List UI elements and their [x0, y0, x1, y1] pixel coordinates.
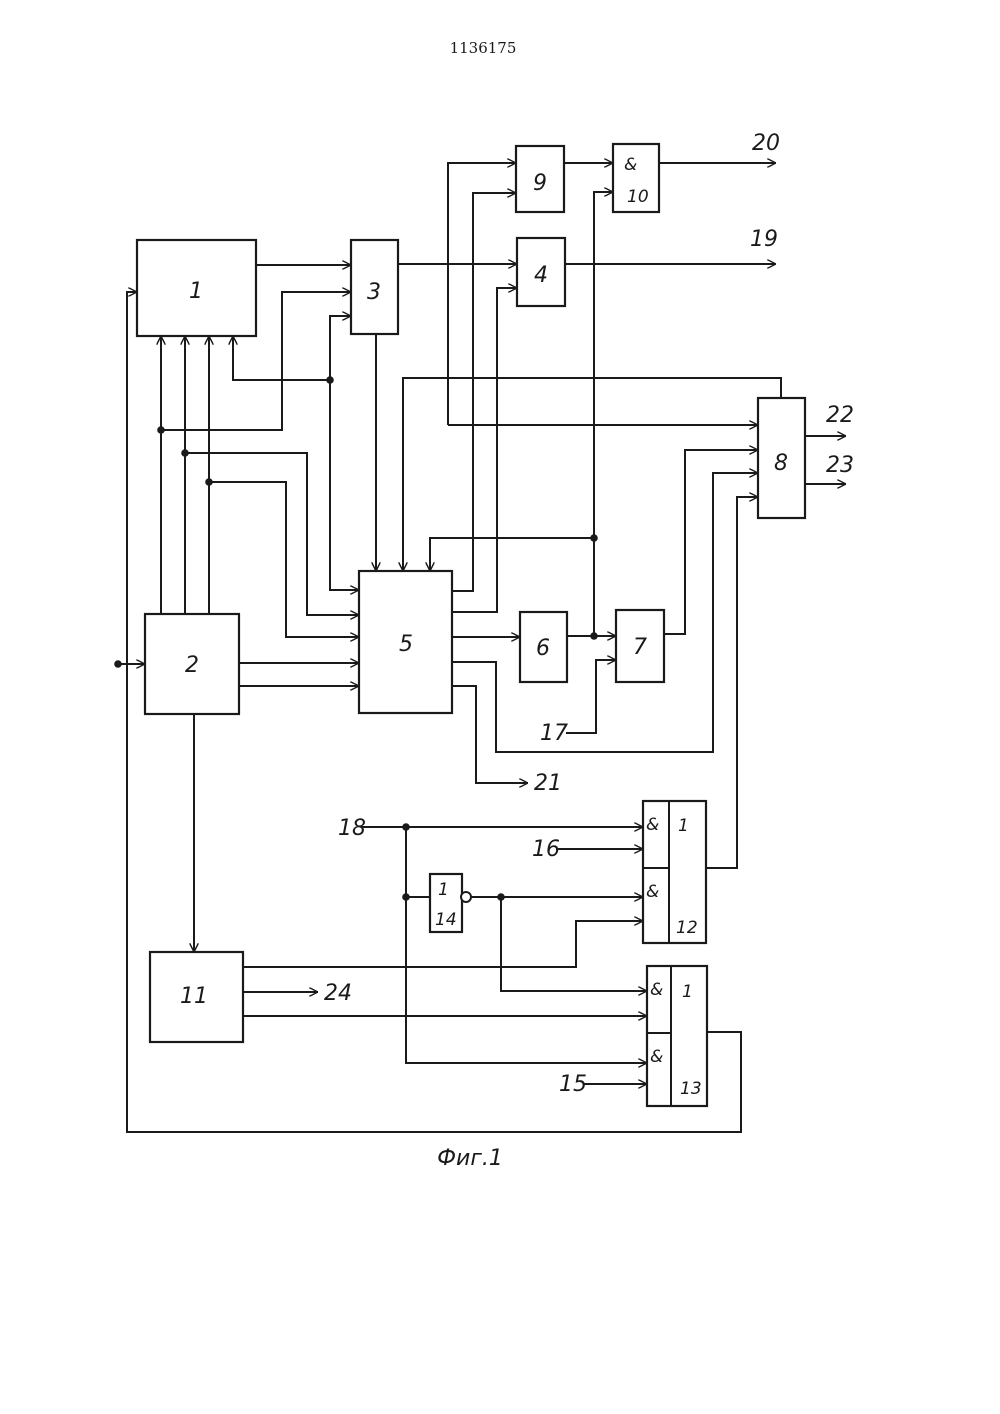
and-symbol: & — [646, 882, 659, 902]
terminal-24: 24 — [324, 981, 352, 1006]
or-symbol: 1 — [682, 982, 693, 1002]
terminal-15: 15 — [559, 1072, 587, 1097]
terminal-16: 16 — [532, 837, 560, 862]
terminal-22: 22 — [826, 403, 854, 428]
svg-text:5: 5 — [399, 632, 413, 657]
terminal-21: 21 — [534, 771, 562, 796]
terminal-20: 20 — [752, 131, 780, 156]
svg-text:12: 12 — [676, 918, 698, 938]
block-11: 11 — [150, 952, 243, 1042]
svg-text:7: 7 — [633, 635, 647, 660]
block-5: 5 — [359, 571, 452, 713]
terminal-19: 19 — [750, 227, 778, 252]
block-3: 3 — [351, 240, 398, 334]
block-7: 7 — [616, 610, 664, 682]
svg-text:11: 11 — [180, 984, 208, 1009]
figure-caption: Фиг.1 — [437, 1146, 503, 1171]
svg-text:2: 2 — [185, 653, 199, 678]
svg-text:4: 4 — [534, 263, 548, 288]
block-4: 4 — [517, 238, 565, 306]
svg-text:8: 8 — [774, 451, 788, 476]
and-symbol: & — [624, 155, 637, 175]
terminal-17: 17 — [540, 721, 568, 746]
terminal-18: 18 — [338, 816, 366, 841]
block-2: 2 — [145, 614, 239, 714]
svg-text:13: 13 — [680, 1079, 702, 1099]
block-8: 8 — [758, 398, 805, 518]
block-1: 1 — [137, 240, 256, 336]
patent-number: 1136175 — [450, 39, 517, 57]
not-symbol: 1 — [438, 880, 449, 900]
terminal-23: 23 — [826, 453, 854, 478]
svg-text:10: 10 — [627, 187, 649, 207]
svg-text:6: 6 — [536, 636, 550, 661]
block-12-and-or-gate: & & 1 12 — [643, 801, 706, 943]
block-9: 9 — [516, 146, 564, 212]
svg-text:1: 1 — [189, 279, 203, 304]
block-14-not-gate: 1 14 — [430, 874, 471, 932]
block-6: 6 — [520, 612, 567, 682]
svg-text:14: 14 — [435, 910, 457, 930]
and-symbol: & — [650, 980, 663, 1000]
block-10-and-gate: & 10 — [613, 144, 659, 212]
and-symbol: & — [650, 1047, 663, 1067]
or-symbol: 1 — [678, 816, 689, 836]
block-13-and-or-gate: & & 1 13 — [647, 966, 707, 1106]
svg-text:9: 9 — [533, 171, 547, 196]
and-symbol: & — [646, 815, 659, 835]
svg-text:3: 3 — [367, 280, 381, 305]
